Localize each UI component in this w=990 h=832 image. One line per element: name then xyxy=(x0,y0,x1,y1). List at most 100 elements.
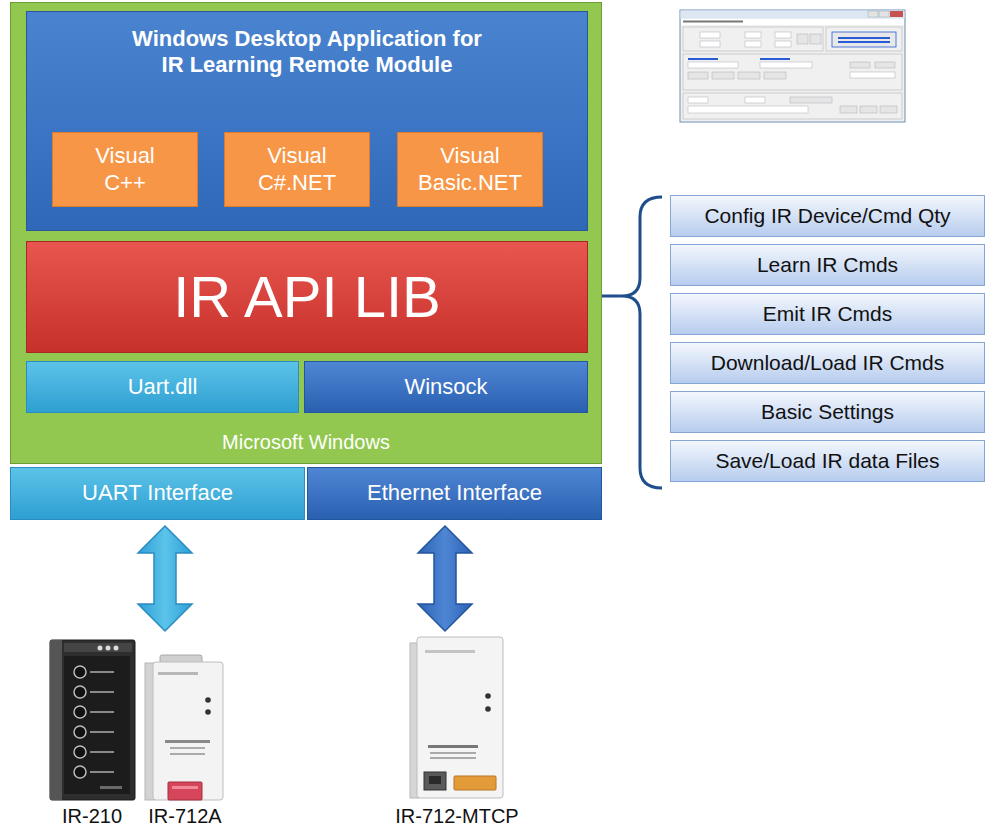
device-marking xyxy=(170,747,205,749)
interface-box: Ethernet Interface xyxy=(307,467,602,520)
function-box-label: Save/Load IR data Files xyxy=(715,448,939,473)
device-marking xyxy=(425,650,475,653)
port-marking xyxy=(90,671,114,673)
device-marking xyxy=(428,745,478,748)
window-frame xyxy=(680,10,905,122)
device-marking xyxy=(430,752,476,754)
ir-port xyxy=(74,746,86,758)
language-box-label: Visual C#.NET xyxy=(258,143,336,196)
device-marking xyxy=(158,672,198,675)
button xyxy=(832,32,896,47)
ir-port xyxy=(74,706,86,718)
terminal-connector xyxy=(168,782,202,800)
ir-port xyxy=(74,686,86,698)
led xyxy=(485,693,491,699)
ethernet-socket xyxy=(429,776,441,784)
button xyxy=(860,106,877,113)
menu-items xyxy=(683,21,743,23)
ir-port xyxy=(74,726,86,738)
button xyxy=(880,106,897,113)
device-marking xyxy=(430,757,476,759)
window-button xyxy=(868,11,878,17)
button-caption xyxy=(838,41,890,43)
driver-box-label: Uart.dll xyxy=(128,374,198,400)
language-box: Visual C#.NET xyxy=(224,132,370,207)
group-box xyxy=(683,93,902,119)
button xyxy=(875,62,895,68)
ir-210-device xyxy=(50,640,135,800)
brand-mark xyxy=(100,786,122,789)
led xyxy=(98,646,103,651)
led xyxy=(106,646,111,651)
function-box: Save/Load IR data Files xyxy=(670,440,985,482)
combo-box xyxy=(760,62,812,68)
device-body xyxy=(50,640,135,800)
language-box: Visual C++ xyxy=(52,132,198,207)
library-box: IR API LIB xyxy=(26,241,588,353)
function-box: Download/Load IR Cmds xyxy=(670,342,985,384)
combo-box xyxy=(745,97,765,103)
interface-box: UART Interface xyxy=(10,467,305,520)
led xyxy=(485,706,491,712)
button-caption xyxy=(838,37,890,39)
ir-port xyxy=(74,666,86,678)
port-marking xyxy=(90,711,114,713)
title-bar xyxy=(681,11,905,19)
group-box xyxy=(683,27,823,51)
menu-bar xyxy=(681,19,904,25)
device-marking xyxy=(170,753,205,755)
device-top xyxy=(64,643,132,652)
os-container: Microsoft Windows Windows Desktop Applica… xyxy=(10,2,602,464)
button xyxy=(764,72,786,79)
function-box-label: Config IR Device/Cmd Qty xyxy=(704,203,950,228)
function-box-label: Learn IR Cmds xyxy=(757,252,898,277)
driver-box: Winsock xyxy=(304,361,588,413)
terminal-detail xyxy=(172,786,198,789)
button xyxy=(712,72,734,79)
text-field xyxy=(688,106,808,113)
combo-box xyxy=(688,62,738,68)
device-body xyxy=(153,662,223,800)
function-box: Learn IR Cmds xyxy=(670,244,985,286)
port-marking xyxy=(90,691,114,693)
interface-box-label: Ethernet Interface xyxy=(367,480,542,506)
port-marking xyxy=(90,731,114,733)
port-marking xyxy=(90,751,114,753)
os-container-label: Microsoft Windows xyxy=(222,430,390,454)
button xyxy=(810,34,821,44)
function-box-label: Download/Load IR Cmds xyxy=(711,350,944,375)
group-box xyxy=(826,27,902,51)
device-name: IR-712A xyxy=(135,804,235,828)
function-box: Basic Settings xyxy=(670,391,985,433)
button xyxy=(688,72,708,79)
combo-box xyxy=(775,32,791,38)
port-marking xyxy=(90,771,114,773)
application-box: Windows Desktop Application for IR Learn… xyxy=(26,11,588,231)
application-box-label: Windows Desktop Application for IR Learn… xyxy=(126,26,488,79)
window-button xyxy=(879,11,889,17)
ir-712a-device xyxy=(145,655,223,800)
language-box-label: Visual Basic.NET xyxy=(418,143,522,196)
function-box: Emit IR Cmds xyxy=(670,293,985,335)
double-arrow xyxy=(418,526,472,631)
button xyxy=(850,62,870,68)
combo-box xyxy=(745,32,761,38)
front-panel xyxy=(64,656,130,794)
led xyxy=(205,709,211,715)
close-button xyxy=(890,11,903,17)
combo-box xyxy=(688,97,708,103)
function-box-label: Basic Settings xyxy=(761,399,894,424)
language-box: Visual Basic.NET xyxy=(397,132,543,207)
group-box xyxy=(683,54,902,90)
ethernet-port xyxy=(424,772,446,790)
ir-712-mtcp-device xyxy=(410,637,503,798)
device-name: IR-210 xyxy=(42,804,142,828)
function-box-label: Emit IR Cmds xyxy=(763,301,893,326)
ir-port xyxy=(74,766,86,778)
library-box-label: IR API LIB xyxy=(173,262,441,332)
led xyxy=(114,646,119,651)
combo-box xyxy=(850,72,895,78)
device-body xyxy=(417,637,503,798)
field-caption xyxy=(760,58,790,60)
